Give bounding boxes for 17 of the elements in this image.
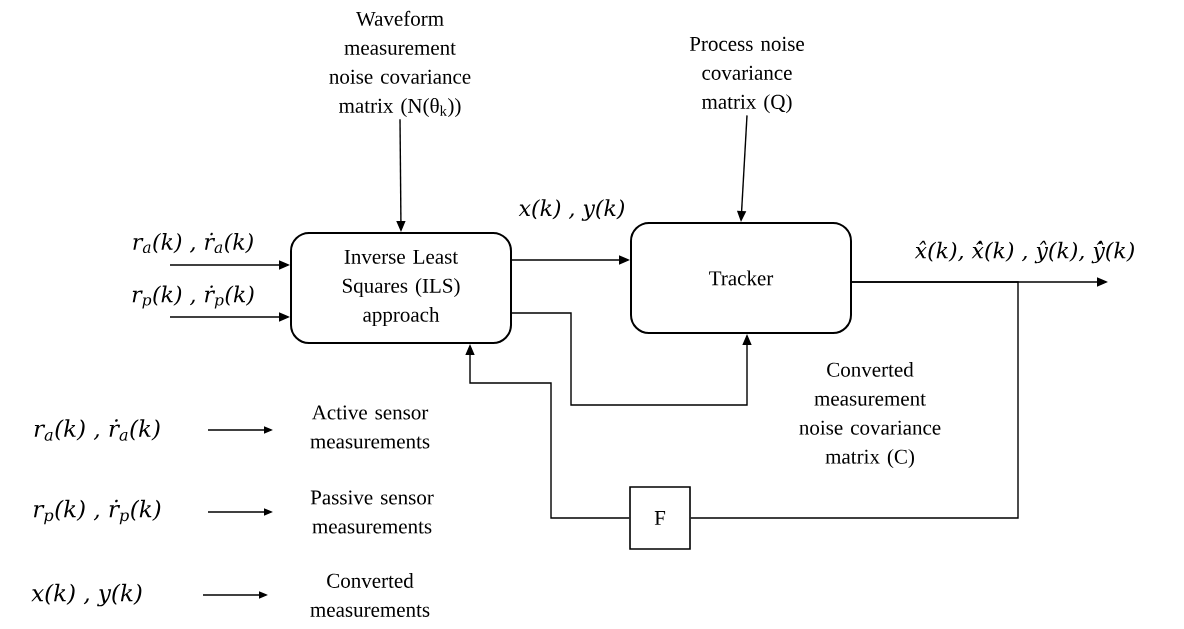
filter-box: F <box>629 486 691 550</box>
edge-label: r$_{a}$(k) , ṙ$_{a}$(k) <box>130 231 256 255</box>
edge-label: x̂(k), x̂̇(k) , ŷ(k), ŷ̇(k) <box>913 239 1137 265</box>
description-text: Converted measurements <box>310 573 430 617</box>
edge-label: x(k) , y(k) <box>517 198 627 222</box>
annotation-text: Process noise covariance matrix (Q) <box>689 36 804 114</box>
edge-label: Converted measurement noise covariance matrix (C) <box>786 361 954 469</box>
process-box: Inverse Least Squares (ILS) approach <box>290 232 512 344</box>
symbol-label: r$_{p}$(k) , ṙ$_{p}$(k) <box>34 499 161 525</box>
process-box: Tracker <box>630 222 852 334</box>
symbol-label: r$_{a}$(k) , ṙ$_{a}$(k) <box>34 419 160 441</box>
symbol-label: x(k) , y(k) <box>31 583 142 607</box>
annotation-text: Waveform measurement noise covariance matrix (N(θ$_{k}$)) <box>329 10 471 118</box>
edge-label: r$_{p}$(k) , ṙ$_{p}$(k) <box>130 284 256 310</box>
description-text: Passive sensor measurements <box>310 490 434 534</box>
description-text: Active sensor measurements <box>310 405 430 449</box>
connector-arrow <box>511 312 752 406</box>
